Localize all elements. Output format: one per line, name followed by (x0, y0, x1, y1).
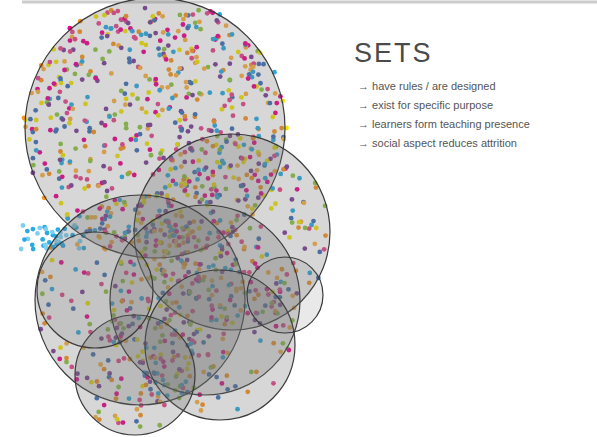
bullet-line: → social aspect reduces attrition (358, 137, 517, 149)
slide-title: SETS (354, 38, 433, 69)
set-circles (25, 0, 330, 435)
dot (19, 247, 24, 252)
bullet-line: → exist for specific purpose (358, 99, 493, 111)
dot (21, 223, 26, 228)
dot (31, 227, 36, 232)
dot (31, 247, 36, 252)
set-circle (37, 232, 153, 348)
bullet-line: → have rules / are designed (358, 80, 496, 92)
dot (45, 231, 50, 236)
dot (25, 229, 30, 234)
dot (37, 226, 42, 231)
dot (43, 227, 48, 232)
dot (43, 244, 48, 249)
dot (30, 242, 35, 247)
set-circle (247, 257, 323, 333)
dot (40, 237, 45, 242)
dot (50, 230, 55, 235)
top-rule (22, 1, 597, 4)
bullet-line: → learners form teaching presence (358, 118, 530, 130)
dot (35, 231, 40, 236)
dot (22, 237, 27, 242)
